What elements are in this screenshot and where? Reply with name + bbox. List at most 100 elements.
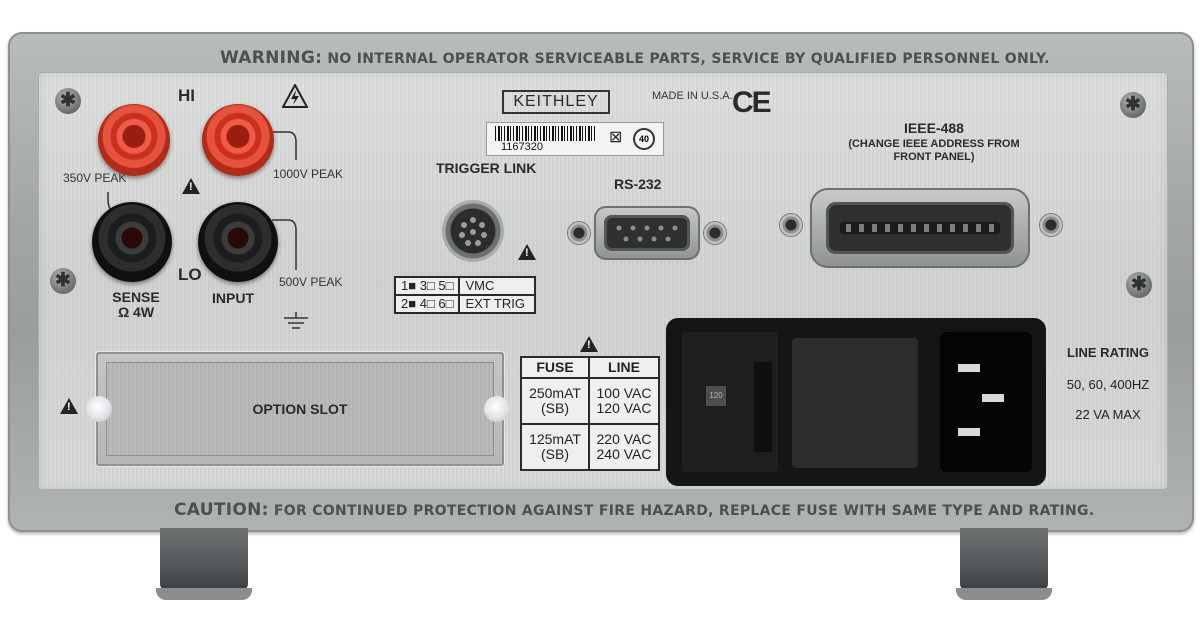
caution-label: CAUTION:: [174, 500, 269, 520]
contact-pin: [989, 224, 994, 232]
ieee488-connector[interactable]: [810, 188, 1030, 268]
inlet-pin: [982, 394, 1004, 402]
hi-sense-jack[interactable]: [98, 104, 170, 176]
din-pins-icon: [459, 217, 487, 246]
serial-number: 1167320: [501, 141, 544, 153]
lo-sense-jack[interactable]: [92, 202, 172, 282]
voltage-selector-window: 120: [706, 386, 726, 406]
barcode-icon: [495, 126, 595, 141]
peak-left-label: 350V PEAK: [63, 171, 127, 185]
trigger-link-label: TRIGGER LINK: [436, 160, 537, 176]
input-label: INPUT: [212, 290, 254, 306]
warning-text: NO INTERNAL OPERATOR SERVICEABLE PARTS, …: [327, 51, 1050, 67]
contact-pin: [872, 224, 877, 232]
fuse-drawer[interactable]: 120: [682, 332, 778, 472]
fuse-cell: 125mAT (SB): [520, 423, 590, 471]
dsub-pins-icon: [616, 225, 678, 242]
eco-mark: 40: [633, 128, 655, 150]
standoff-screw: [86, 396, 112, 422]
line-cell: 100 VAC 120 VAC: [588, 377, 660, 425]
rs232-socket: [604, 215, 690, 251]
peak-right-bottom-label: 500V PEAK: [279, 275, 343, 289]
option-slot[interactable]: OPTION SLOT: [96, 352, 504, 466]
line-header: LINE: [588, 356, 660, 379]
contact-pin: [937, 224, 942, 232]
table-row: 1■ 3□ 5□ VMC: [393, 276, 537, 296]
rs232-screw-right: [704, 222, 726, 244]
warning-triangle-icon: !: [580, 336, 598, 352]
top-warning: WARNING: NO INTERNAL OPERATOR SERVICEABL…: [220, 48, 1050, 68]
sense-sub-label: Ω 4W: [117, 304, 155, 320]
contact-pin: [885, 224, 890, 232]
rs232-connector[interactable]: [594, 206, 700, 260]
contact-pin: [963, 224, 968, 232]
bottom-caution: CAUTION: FOR CONTINUED PROTECTION AGAINS…: [174, 500, 1094, 520]
option-slot-label: OPTION SLOT: [252, 401, 348, 417]
pin-function-table: 1■ 3□ 5□ VMC 2■ 4□ 6□ EXT TRIG: [393, 276, 537, 314]
caution-text: FOR CONTINUED PROTECTION AGAINST FIRE HA…: [273, 503, 1095, 519]
contact-pin: [924, 224, 929, 232]
hi-input-jack[interactable]: [202, 104, 274, 176]
line-cell: 220 VAC 240 VAC: [588, 423, 660, 471]
line-rating-title: LINE RATING: [1066, 345, 1150, 360]
weee-bin-icon: ⊠: [609, 129, 623, 146]
fuse-header: FUSE: [520, 356, 590, 379]
inlet-pin: [958, 428, 980, 436]
function-cell: EXT TRIG: [458, 294, 537, 314]
inlet-pin: [958, 364, 980, 372]
table-row: 2■ 4□ 6□ EXT TRIG: [393, 294, 537, 314]
contact-pin: [976, 224, 981, 232]
contact-pin: [950, 224, 955, 232]
contact-pin: [846, 224, 851, 232]
hi-label: HI: [178, 86, 195, 105]
ieee-screw-left: [780, 214, 802, 236]
screw-icon: ✱: [1126, 272, 1152, 298]
pin-cell: 1■ 3□ 5□: [393, 276, 461, 296]
ieee-title: IEEE-488: [904, 120, 964, 136]
rs232-label: RS-232: [614, 176, 662, 192]
trigger-link-connector[interactable]: [442, 200, 504, 262]
warning-triangle-icon: !: [518, 244, 536, 260]
warning-triangle-icon: !: [182, 178, 200, 194]
screw-icon: ✱: [50, 268, 76, 294]
high-voltage-icon: [282, 84, 308, 108]
ce-mark: CE: [732, 86, 772, 119]
peak-right-top-label: 1000V PEAK: [273, 167, 344, 181]
brand-badge: KEITHLEY: [502, 90, 610, 114]
serial-label: 1167320 ⊠ 40: [486, 122, 664, 156]
table-header-row: FUSE LINE: [520, 356, 660, 379]
line-rating-freq: 50, 60, 400HZ: [1066, 377, 1150, 392]
contact-pin: [911, 224, 916, 232]
power-entry-module: 120: [666, 318, 1046, 486]
screw-icon: ✱: [1120, 92, 1146, 118]
made-in-label: MADE IN U.S.A.: [652, 90, 733, 102]
power-switch-blank: [792, 338, 918, 468]
warning-label: WARNING:: [220, 48, 323, 68]
table-row: 125mAT (SB) 220 VAC 240 VAC: [520, 423, 660, 471]
sense-label: SENSE: [112, 289, 160, 305]
option-slot-cover: [106, 362, 494, 456]
centronics-pins-icon: [840, 222, 1000, 234]
right-foot: [960, 528, 1048, 590]
rs232-screw-left: [568, 222, 590, 244]
table-row: 250mAT (SB) 100 VAC 120 VAC: [520, 377, 660, 425]
left-foot: [160, 528, 248, 590]
function-cell: VMC: [458, 276, 537, 296]
ieee-screw-right: [1040, 214, 1062, 236]
screw-icon: ✱: [55, 88, 81, 114]
contact-pin: [859, 224, 864, 232]
warning-triangle-icon: !: [60, 398, 78, 414]
left-foot-pad: [156, 588, 252, 600]
pin-cell: 2■ 4□ 6□: [393, 294, 461, 314]
contact-pin: [898, 224, 903, 232]
right-foot-pad: [956, 588, 1052, 600]
fuse-table: FUSE LINE 250mAT (SB) 100 VAC 120 VAC 12…: [520, 356, 660, 471]
lo-label: LO: [178, 265, 202, 284]
line-rating-power: 22 VA MAX: [1075, 407, 1141, 422]
ieee488-socket: [826, 202, 1014, 254]
ieee-sub: (CHANGE IEEE ADDRESS FROM FRONT PANEL): [848, 138, 1020, 163]
lo-input-jack[interactable]: [198, 202, 278, 282]
drawer-latch[interactable]: [754, 362, 772, 452]
standoff-screw: [484, 396, 510, 422]
iec-power-inlet[interactable]: [940, 332, 1032, 472]
